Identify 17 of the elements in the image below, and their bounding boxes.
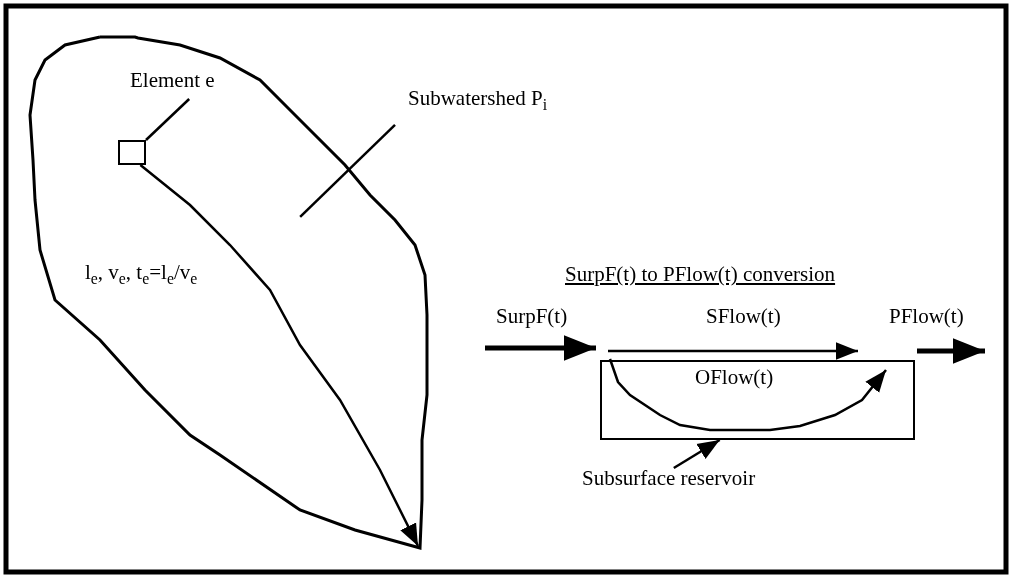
arrow — [485, 335, 596, 361]
flow-label: OFlow(t) — [695, 367, 774, 388]
edge-label: SurpF(t) — [496, 306, 568, 327]
reservoir-box — [600, 360, 915, 440]
arrow — [673, 438, 721, 470]
arrow — [139, 164, 420, 547]
arrow — [917, 338, 985, 364]
subwatershed-label: Subwatershed P$_{i}$ — [408, 88, 548, 113]
section-heading: SurpF(t) to PFlow(t) conversion — [565, 264, 836, 285]
element-label: Element e — [130, 70, 215, 91]
leader-line — [145, 98, 191, 141]
parameter-label: l$_{e}$, v$_{e}$, t$_{e}$=l$_{e}$/v$_{e}$ — [85, 262, 198, 287]
flow-label: SFlow(t) — [706, 306, 781, 327]
reservoir-label: Subsurface reservoir — [582, 468, 756, 489]
element-square — [118, 140, 146, 165]
edge-label: PFlow(t) — [889, 306, 964, 327]
leader-line — [299, 124, 396, 218]
